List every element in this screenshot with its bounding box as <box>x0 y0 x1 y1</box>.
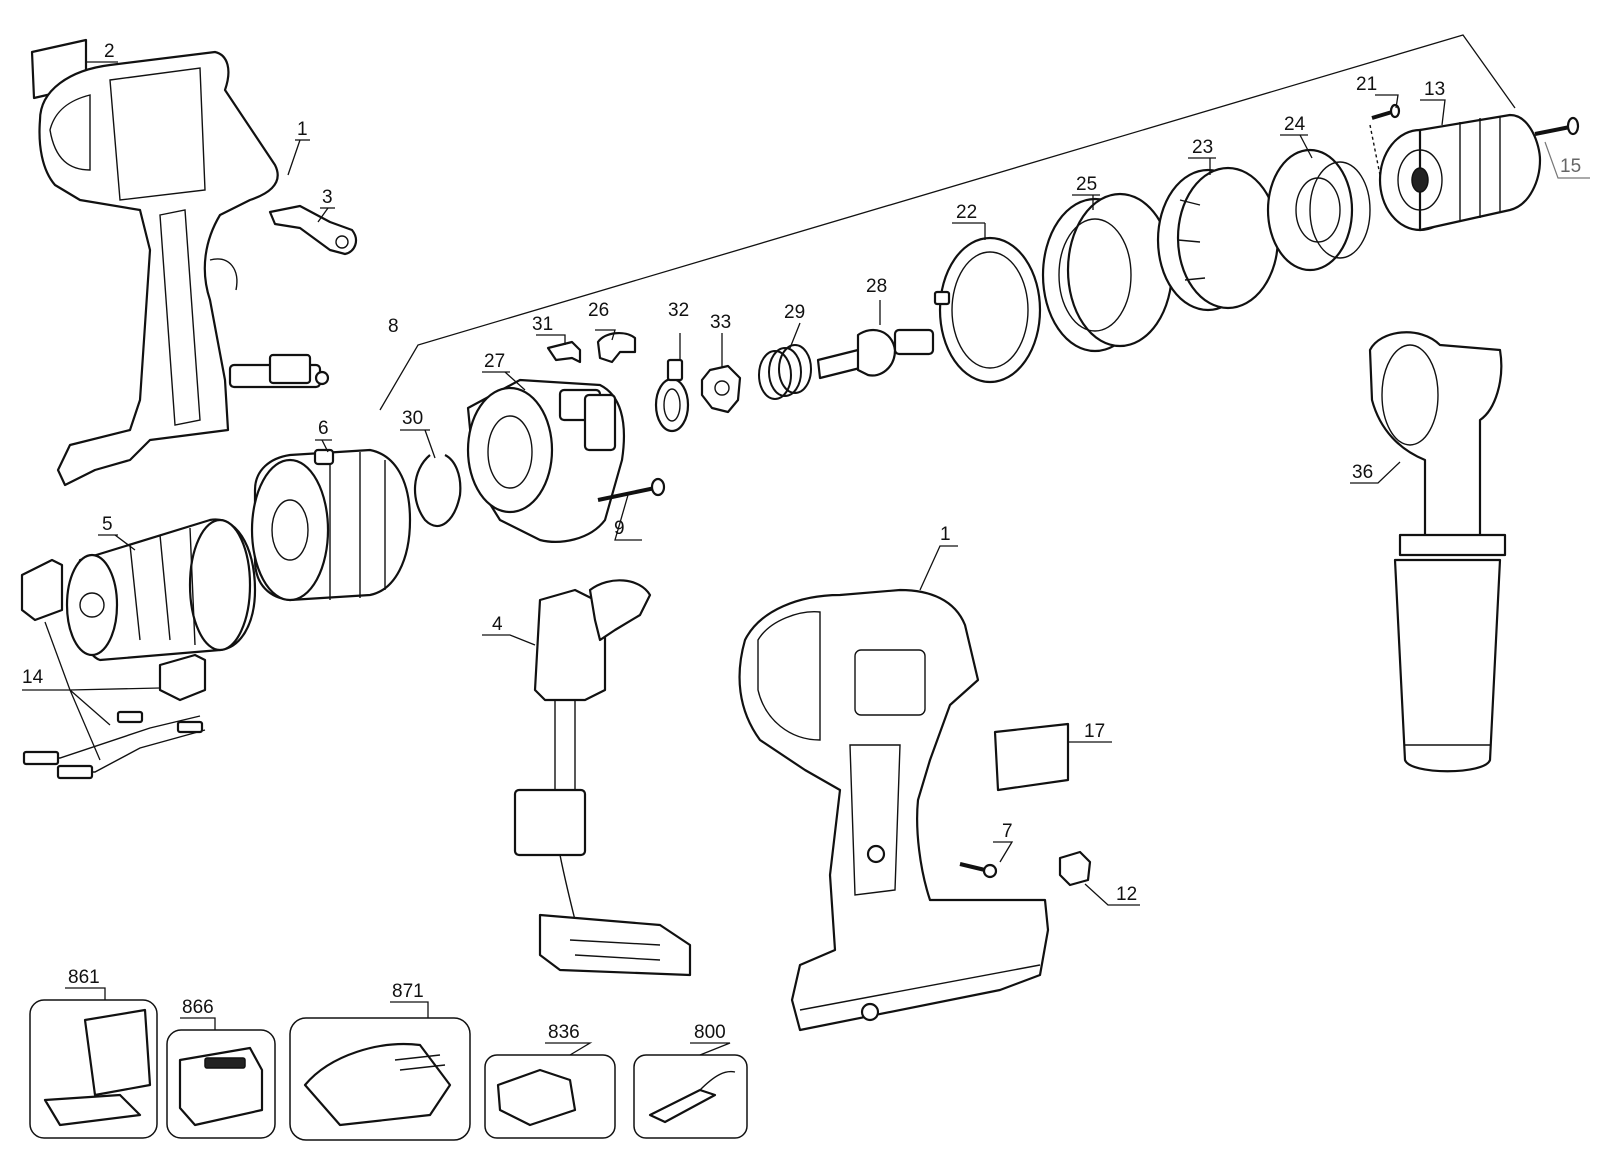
part-1-housing-half-top <box>38 50 330 487</box>
part-7-screw <box>959 841 1014 879</box>
callout-25: 25 <box>1076 174 1097 195</box>
callout-836: 836 <box>548 1022 580 1043</box>
part-23-collar <box>1156 158 1280 312</box>
callout-866: 866 <box>182 997 214 1018</box>
part-26-clip <box>595 329 637 364</box>
kit-871-charger <box>289 1001 471 1141</box>
callout-871: 871 <box>392 981 424 1002</box>
part-9-screw <box>597 477 666 541</box>
kit-861-carrying-case <box>29 987 158 1139</box>
part-4-switch-assembly <box>482 579 692 977</box>
part-15-chuck-screw <box>1534 116 1590 179</box>
part-28-spindle <box>816 300 935 380</box>
part-31-clip <box>536 334 582 364</box>
callout-labels: 2 1 3 8 30 6 5 14 27 31 26 32 33 29 28 9… <box>22 41 1581 1043</box>
callout-14: 14 <box>22 667 44 688</box>
part-24-plate <box>1266 134 1371 272</box>
callout-30: 30 <box>402 408 423 429</box>
callout-8: 8 <box>388 316 399 337</box>
part-27-gear-case <box>466 378 626 543</box>
part-6-motor-frame <box>250 448 412 602</box>
kit-800-accessory <box>633 1042 748 1139</box>
part-36-side-handle <box>1350 331 1507 773</box>
callout-22: 22 <box>956 202 977 223</box>
callout-33: 33 <box>710 312 731 333</box>
callout-3: 3 <box>322 187 333 208</box>
kit-836-belt-hook <box>484 1042 616 1139</box>
callout-36: 36 <box>1352 462 1373 483</box>
callout-2: 2 <box>104 41 115 62</box>
callout-15: 15 <box>1560 156 1581 177</box>
part-17-label-plate <box>993 722 1112 792</box>
part-13-chuck <box>1378 99 1542 232</box>
callout-24: 24 <box>1284 114 1306 135</box>
part-5-motor <box>65 518 257 662</box>
callout-26: 26 <box>588 300 609 321</box>
callout-1-top: 1 <box>297 119 308 140</box>
callout-13: 13 <box>1424 79 1445 100</box>
callout-9: 9 <box>614 518 625 539</box>
callout-5: 5 <box>102 514 113 535</box>
part-29-spring <box>758 322 812 400</box>
callout-23: 23 <box>1192 137 1213 158</box>
part-32-shift-ring <box>654 333 690 433</box>
kit-866-battery-pack <box>166 1017 276 1139</box>
assembly-bracket-8 <box>379 34 1516 411</box>
callout-7: 7 <box>1002 821 1013 842</box>
part-1-housing-half-bottom <box>738 545 1050 1032</box>
callout-800: 800 <box>694 1022 726 1043</box>
callout-4: 4 <box>492 614 503 635</box>
callout-12: 12 <box>1116 884 1137 905</box>
part-33-gear <box>700 333 742 414</box>
part-14-brush-assembly <box>20 558 207 780</box>
callout-17: 17 <box>1084 721 1105 742</box>
part-3-forward-reverse-lever <box>268 204 358 256</box>
callout-28: 28 <box>866 276 887 297</box>
part-21-screw <box>1369 94 1401 176</box>
callout-29: 29 <box>784 302 805 323</box>
part-22-ring <box>933 223 1042 384</box>
callout-27: 27 <box>484 351 505 372</box>
callout-21: 21 <box>1356 74 1377 95</box>
part-12-clip <box>1058 850 1140 906</box>
callout-32: 32 <box>668 300 689 321</box>
callout-1-bottom: 1 <box>940 524 951 545</box>
callout-861: 861 <box>68 967 100 988</box>
part-25-clutch-collar <box>1041 192 1174 353</box>
part-30-retaining-ring <box>413 454 462 527</box>
callout-6: 6 <box>318 418 329 439</box>
callout-31: 31 <box>532 314 553 335</box>
